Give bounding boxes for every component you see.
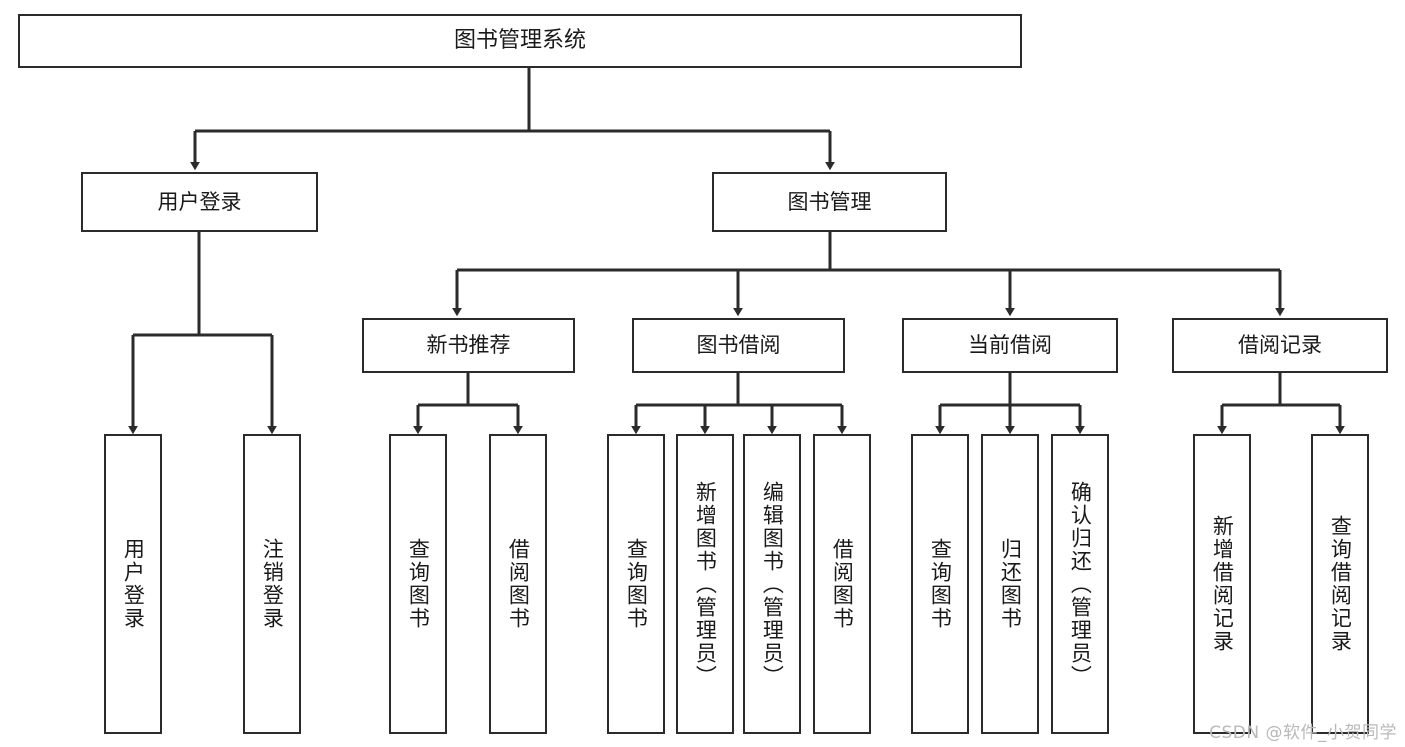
leaf-book-borrow-query-book[interactable]: 查询图书 <box>607 434 665 734</box>
node-label: 查询图书 <box>928 538 953 630</box>
node-label: 图书借阅 <box>696 333 781 358</box>
node-book-management[interactable]: 图书管理 <box>712 172 947 232</box>
node-book-borrow[interactable]: 图书借阅 <box>632 318 845 373</box>
leaf-borrow-record-add-record[interactable]: 新增借阅记录 <box>1193 434 1251 734</box>
node-current-borrow[interactable]: 当前借阅 <box>902 318 1118 373</box>
node-label: 用户登录 <box>121 538 146 630</box>
leaf-new-book-query-book[interactable]: 查询图书 <box>389 434 447 734</box>
node-label: 新书推荐 <box>426 333 511 358</box>
node-label: 查询图书 <box>406 538 431 630</box>
leaf-book-borrow-borrow-book[interactable]: 借阅图书 <box>813 434 871 734</box>
node-label: 借阅图书 <box>506 538 531 630</box>
node-label: 用户登录 <box>157 189 242 214</box>
csdn-watermark: CSDN @软件_小贺同学 <box>1209 723 1397 743</box>
node-root-book-management-system[interactable]: 图书管理系统 <box>18 14 1022 68</box>
node-label: 查询借阅记录 <box>1328 515 1353 653</box>
leaf-current-borrow-return-book[interactable]: 归还图书 <box>981 434 1039 734</box>
node-label: 借阅记录 <box>1238 333 1322 358</box>
node-label: 图书管理系统 <box>453 28 586 54</box>
leaf-book-borrow-add-book-admin[interactable]: 新增图书（管理员） <box>676 434 734 734</box>
node-label: 新增借阅记录 <box>1210 515 1235 653</box>
leaf-new-book-borrow-book[interactable]: 借阅图书 <box>489 434 547 734</box>
leaf-book-borrow-edit-book-admin[interactable]: 编辑图书（管理员） <box>743 434 801 734</box>
leaf-borrow-record-query-record[interactable]: 查询借阅记录 <box>1311 434 1369 734</box>
node-label: 图书管理 <box>787 189 872 214</box>
leaf-user-login-logout[interactable]: 注销登录 <box>243 434 301 734</box>
node-new-book-recommend[interactable]: 新书推荐 <box>362 318 575 373</box>
node-borrow-record[interactable]: 借阅记录 <box>1172 318 1388 373</box>
node-label: 新增图书（管理员） <box>693 480 718 688</box>
node-label: 编辑图书（管理员） <box>760 480 785 688</box>
node-label: 注销登录 <box>260 538 285 630</box>
leaf-user-login-login[interactable]: 用户登录 <box>104 434 162 734</box>
node-user-login[interactable]: 用户登录 <box>81 172 318 232</box>
node-label: 查询图书 <box>624 538 649 630</box>
node-label: 确认归还（管理员） <box>1068 480 1093 688</box>
leaf-current-borrow-confirm-return-admin[interactable]: 确认归还（管理员） <box>1051 434 1109 734</box>
node-label: 借阅图书 <box>830 538 855 630</box>
node-label: 归还图书 <box>998 538 1023 630</box>
node-label: 当前借阅 <box>968 333 1052 358</box>
leaf-current-borrow-query-book[interactable]: 查询图书 <box>911 434 969 734</box>
